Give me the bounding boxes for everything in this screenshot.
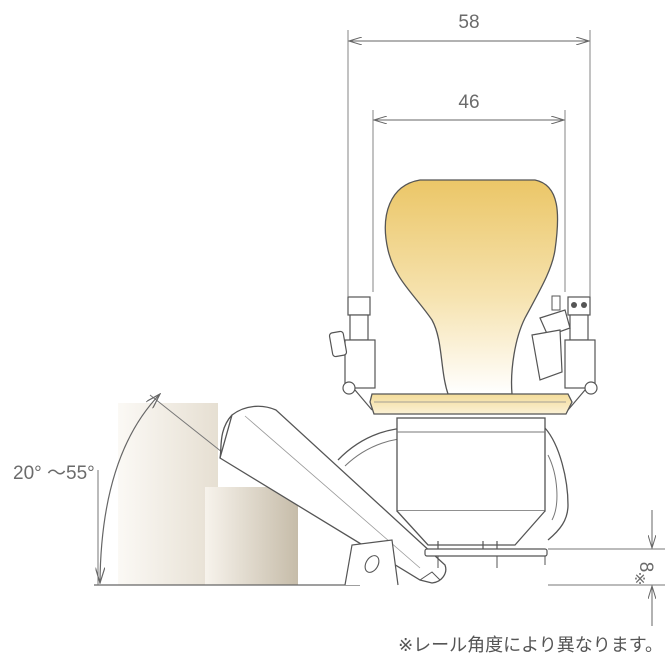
rail-body — [219, 405, 447, 584]
joystick — [551, 295, 561, 311]
rail-bracket — [344, 539, 399, 586]
right-armrest-post — [569, 314, 589, 341]
footrest-height-label: 8 — [635, 562, 656, 573]
carriage-cover-inner-right — [547, 454, 558, 521]
width-dimension-outer: 58 — [347, 12, 591, 297]
angle-arc — [100, 394, 160, 583]
bracket-hole — [364, 555, 380, 573]
outer-width-label: 58 — [458, 12, 479, 33]
angle-label: 20° ～55° — [13, 463, 95, 484]
right-arm-link — [567, 389, 586, 411]
footrest — [424, 548, 548, 557]
carriage-taper — [396, 510, 546, 546]
motor-box — [396, 417, 546, 512]
left-armrest-arm — [344, 339, 376, 389]
right-button-2 — [581, 302, 587, 308]
footrest-height-label-group: 8 — [635, 562, 656, 573]
seatbelt-holder — [531, 329, 563, 381]
footrest-note-mark: ※ — [634, 570, 647, 588]
right-pivot — [584, 381, 598, 395]
inner-width-label: 46 — [458, 92, 479, 113]
rail-foot — [419, 571, 441, 581]
footrest-height-dimension: 8 ※ — [548, 510, 665, 626]
angle-dimension: 20° ～55° — [13, 394, 233, 585]
backrest — [384, 179, 559, 395]
seat-cushion — [369, 393, 573, 415]
rail-angle-note: ※レール角度により異なります。 — [398, 635, 663, 656]
left-control-icon — [328, 330, 348, 358]
seat — [328, 179, 598, 415]
left-arm-link — [354, 389, 373, 411]
angle-rail-line — [149, 394, 233, 461]
left-armrest-cap — [347, 296, 371, 316]
lower-step — [205, 487, 298, 585]
right-armrest-arm — [564, 339, 596, 389]
left-pivot — [342, 381, 356, 395]
left-armrest-post — [349, 314, 369, 341]
right-button-1 — [571, 302, 577, 308]
rail-end-cut — [219, 414, 233, 459]
rail — [219, 405, 447, 586]
carriage-cover — [337, 427, 569, 541]
carriage — [337, 417, 569, 568]
seatbelt-buckle — [539, 309, 571, 337]
width-dimension-inner: 46 — [372, 92, 566, 292]
